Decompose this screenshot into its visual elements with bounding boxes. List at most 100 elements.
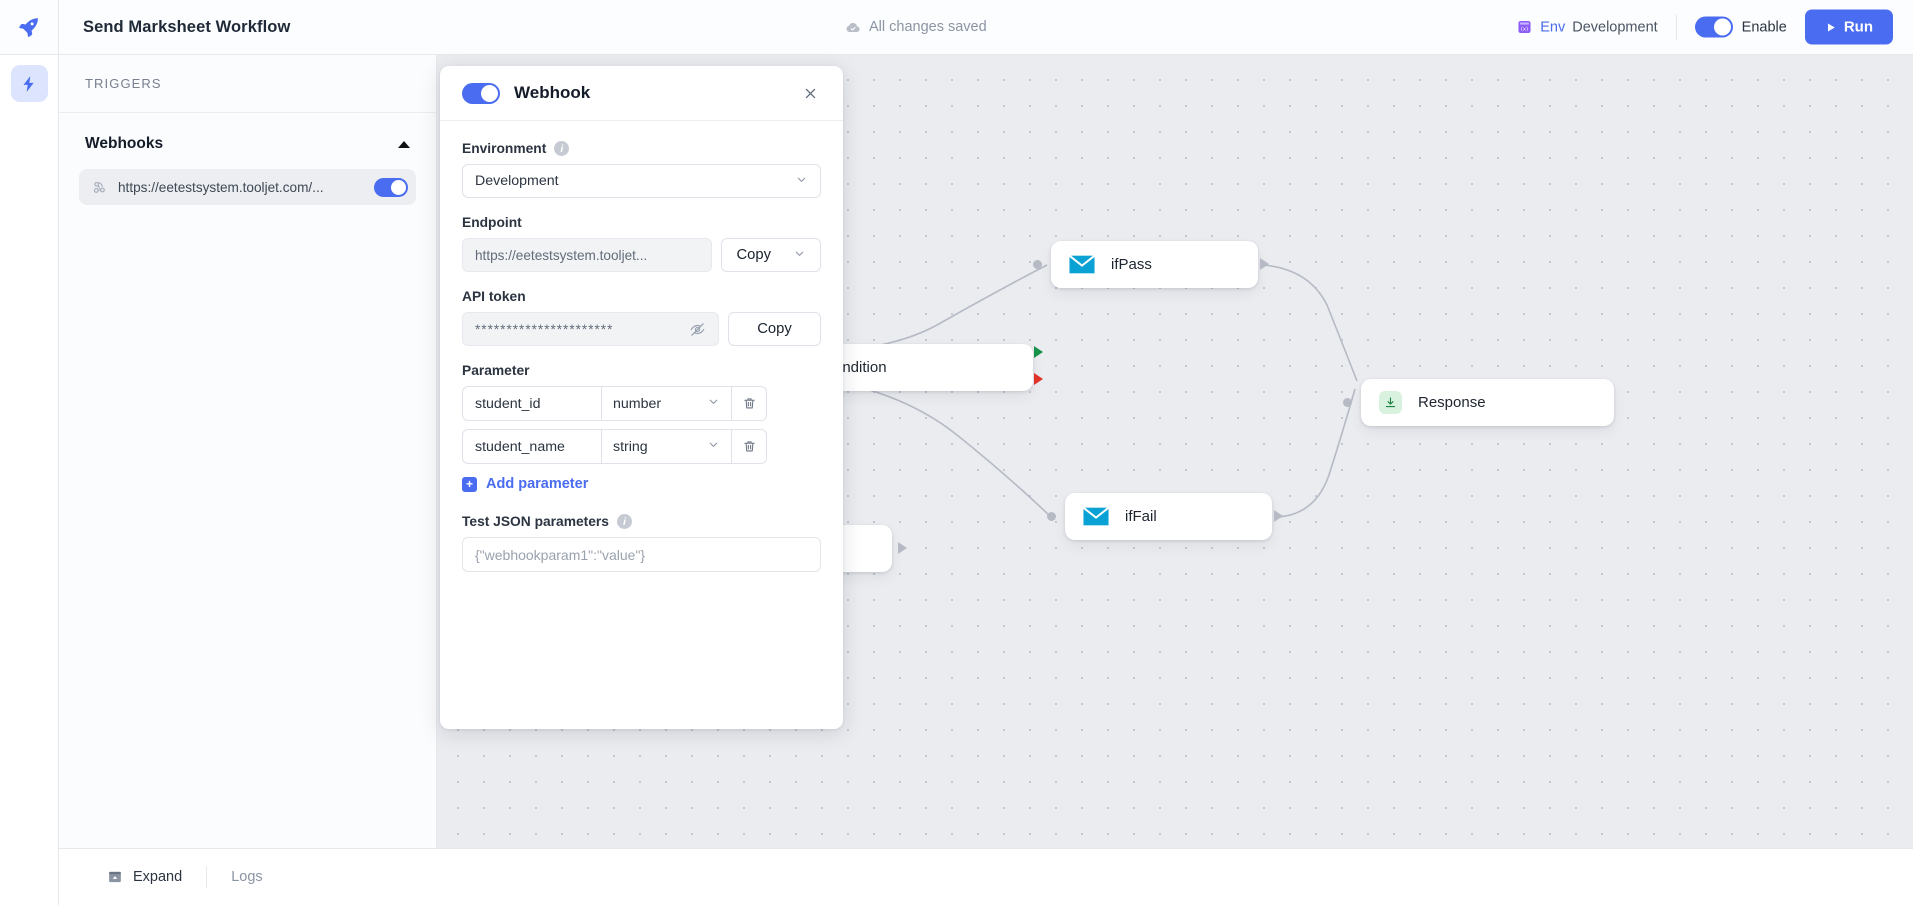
node-output-false-handle[interactable] [1034, 373, 1043, 385]
save-status-text: All changes saved [869, 19, 987, 35]
api-token-row: ********************** Copy [462, 312, 821, 346]
logs-button[interactable]: Logs [206, 866, 286, 888]
info-icon[interactable]: i [554, 141, 570, 156]
panel-header: Webhook [440, 66, 843, 121]
api-token-label: API token [462, 289, 526, 304]
environment-selector[interactable]: (x) Env Development [1516, 19, 1675, 36]
parameter-row: student_name string [462, 429, 821, 464]
test-json-input[interactable]: {"webhookparam1":"value"} [462, 537, 821, 572]
chevron-down-icon [707, 438, 720, 455]
triggers-sidebar: TRIGGERS Webhooks https://eetestsystem.t… [59, 55, 437, 848]
canvas-node-label: ifFail [1125, 508, 1157, 525]
panel-body: Environment i Development Endpoint https… [440, 121, 843, 572]
api-token-copy-button[interactable]: Copy [728, 312, 821, 346]
environment-label-row: Environment i [462, 141, 821, 156]
webhook-list-item[interactable]: https://eetestsystem.tooljet.com/... [79, 169, 416, 205]
node-output-handle[interactable] [898, 542, 907, 554]
parameter-delete-button[interactable] [732, 429, 767, 464]
plus-square-icon: + [462, 476, 477, 492]
parameter-label: Parameter [462, 363, 530, 378]
toolbar-divider [1675, 14, 1677, 40]
node-output-handle[interactable] [1260, 258, 1269, 270]
environment-label: Environment [462, 141, 547, 156]
expand-button[interactable]: Expand [83, 869, 206, 885]
expand-panel-icon [109, 871, 121, 883]
canvas-node-iffail[interactable]: ifFail [1065, 493, 1272, 540]
node-input-handle[interactable] [1033, 260, 1042, 269]
enable-workflow-toggle[interactable] [1694, 16, 1733, 38]
close-icon[interactable] [799, 82, 821, 104]
info-icon[interactable]: i [616, 514, 632, 529]
download-response-icon [1379, 391, 1402, 414]
webhook-url: https://eetestsystem.tooljet.com/... [118, 179, 324, 195]
cloud-check-icon [846, 22, 860, 33]
api-token-value: ********************** [475, 321, 614, 337]
eye-off-icon[interactable] [689, 321, 706, 338]
chevron-down-icon [707, 395, 720, 412]
parameter-delete-button[interactable] [732, 386, 767, 421]
logs-label: Logs [231, 869, 263, 885]
node-input-handle[interactable] [1343, 398, 1352, 407]
top-bar-actions: (x) Env Development Enable Run [1516, 9, 1893, 45]
add-parameter-label: Add parameter [486, 476, 589, 492]
caret-up-icon[interactable] [398, 140, 410, 148]
api-token-value-wrap[interactable]: ********************** [462, 312, 719, 346]
lightning-bolt-icon [23, 75, 34, 92]
enable-workflow-group[interactable]: Enable [1677, 16, 1805, 38]
play-icon [1827, 22, 1835, 32]
mail-icon [1069, 255, 1095, 274]
parameter-type-select[interactable]: string [601, 429, 732, 464]
environment-select-value: Development [475, 173, 559, 189]
parameter-type-value: number [613, 395, 662, 412]
webhooks-section-title: Webhooks [85, 135, 164, 152]
endpoint-label: Endpoint [462, 215, 522, 230]
webhook-settings-panel: Webhook Environment i Development [440, 66, 843, 729]
test-json-field: Test JSON parameters i {"webhookparam1":… [462, 514, 821, 572]
enable-workflow-label: Enable [1741, 19, 1787, 35]
node-input-handle[interactable] [1047, 512, 1056, 521]
rocket-icon [19, 18, 38, 37]
expand-label: Expand [133, 869, 183, 885]
environment-field: Environment i Development [462, 141, 821, 198]
parameter-name-input[interactable]: student_name [462, 429, 601, 464]
webhook-toggle[interactable] [462, 82, 500, 104]
canvas-node-response[interactable]: Response [1361, 379, 1614, 426]
endpoint-value[interactable]: https://eetestsystem.tooljet... [462, 238, 713, 272]
environment-select[interactable]: Development [462, 164, 821, 198]
parameter-type-select[interactable]: number [601, 386, 732, 421]
test-json-label-row: Test JSON parameters i [462, 514, 821, 529]
chevron-down-icon [793, 247, 806, 264]
run-button-label: Run [1843, 18, 1873, 36]
canvas-node-label: Response [1418, 394, 1486, 411]
run-button[interactable]: Run [1804, 9, 1893, 45]
webhooks-section-header[interactable]: Webhooks [59, 113, 436, 165]
node-output-handle[interactable] [1274, 510, 1283, 522]
panel-title: Webhook [514, 83, 591, 102]
chevron-down-icon [795, 173, 808, 190]
page-title: Send Marksheet Workflow [83, 17, 291, 36]
parameter-section: Parameter student_id number student_name [462, 363, 821, 492]
api-token-copy-label: Copy [757, 321, 792, 337]
api-token-field: API token ********************** Copy [462, 289, 821, 346]
add-parameter-button[interactable]: + Add parameter [462, 476, 821, 492]
env-value: Development [1572, 19, 1658, 35]
top-bar: Send Marksheet Workflow All changes save… [0, 0, 1913, 55]
parameter-name-input[interactable]: student_id [462, 386, 601, 421]
mail-icon [1083, 507, 1109, 526]
endpoint-row: https://eetestsystem.tooljet... Copy [462, 238, 821, 272]
bottom-bar: Expand Logs [59, 848, 1913, 905]
canvas-node-ifpass[interactable]: ifPass [1051, 241, 1258, 288]
canvas-node-label: ifPass [1111, 256, 1152, 273]
webhook-enabled-toggle[interactable] [374, 177, 408, 197]
endpoint-copy-button[interactable]: Copy [721, 238, 821, 272]
save-status: All changes saved [845, 19, 987, 35]
test-json-label: Test JSON parameters [462, 514, 609, 529]
rail-item-triggers[interactable] [10, 65, 48, 102]
node-output-true-handle[interactable] [1034, 346, 1043, 358]
left-icon-rail [0, 55, 59, 905]
variable-box-icon: (x) [1518, 20, 1531, 34]
sidebar-heading: TRIGGERS [59, 55, 436, 113]
svg-text:(x): (x) [1521, 27, 1528, 33]
app-logo[interactable] [0, 0, 59, 54]
